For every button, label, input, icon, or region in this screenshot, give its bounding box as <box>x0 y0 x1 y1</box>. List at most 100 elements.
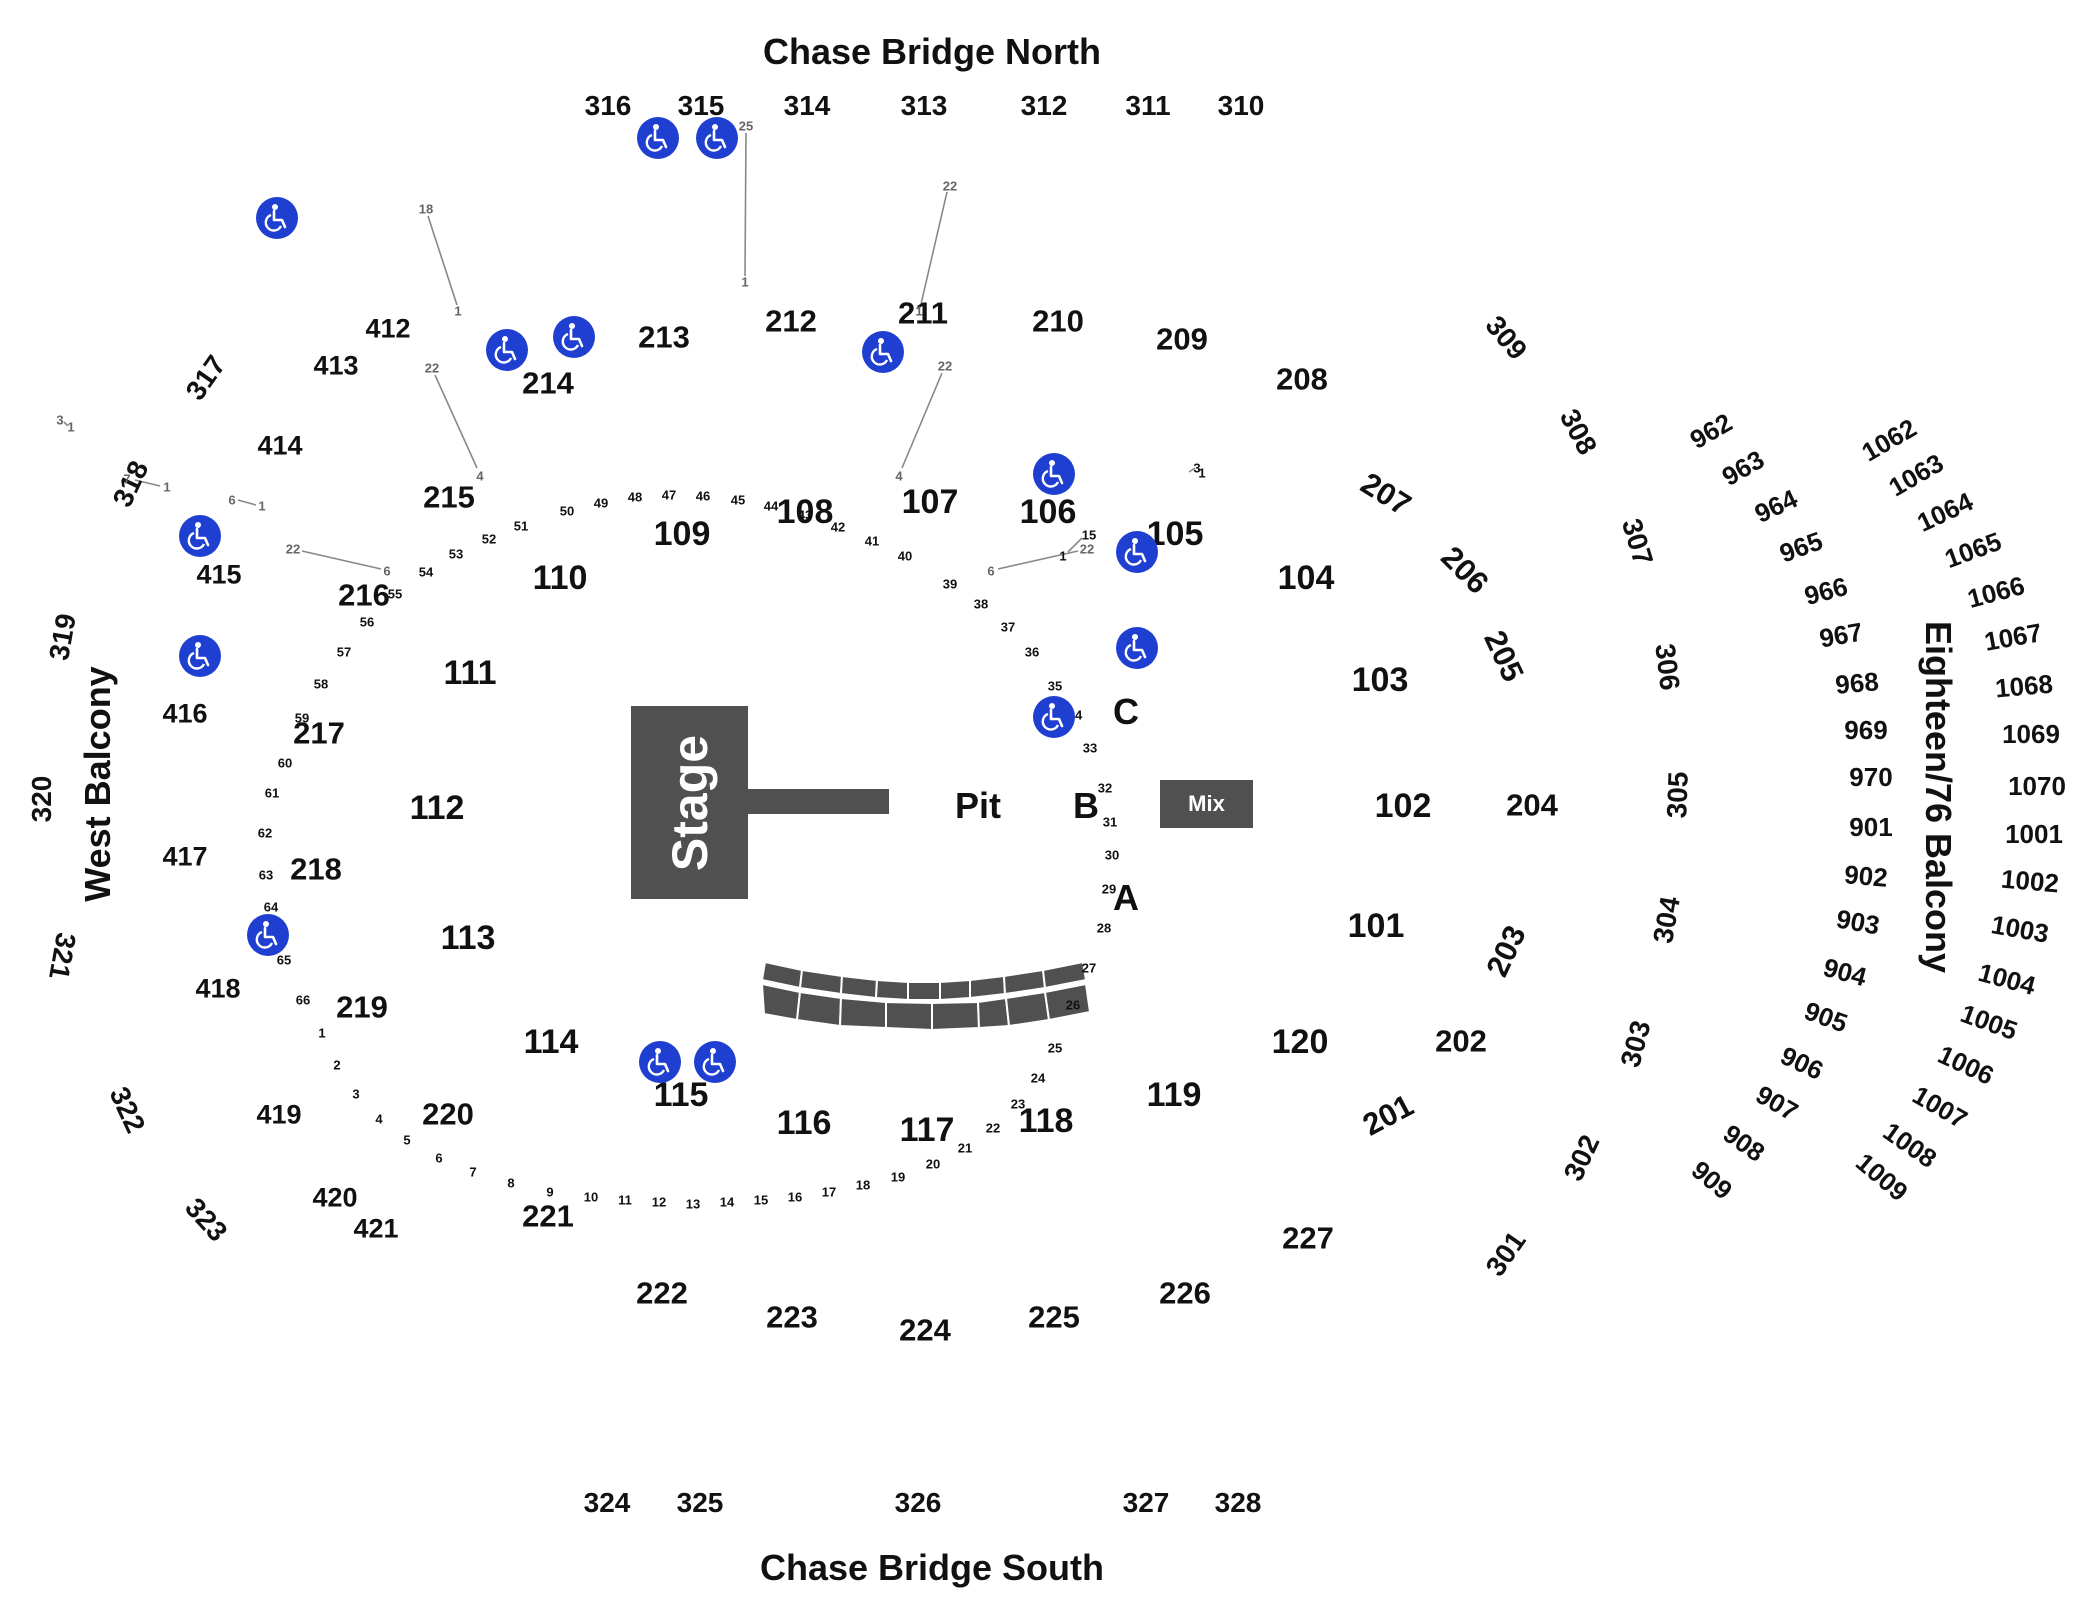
section-310[interactable]: 310 <box>1217 90 1265 121</box>
wheelchair-accessible-icon <box>1032 452 1076 496</box>
section-214[interactable]: 214 <box>522 365 574 401</box>
row-reference-number: 6 <box>228 492 236 508</box>
section-312[interactable]: 312 <box>1020 90 1068 121</box>
section-226[interactable]: 226 <box>1159 1275 1211 1311</box>
row-reference-number: 7 <box>123 471 131 487</box>
section-326[interactable]: 326 <box>894 1487 942 1518</box>
section-306[interactable]: 306 <box>1649 641 1686 693</box>
row-number: 17 <box>821 1184 837 1200</box>
wheelchair-accessible-icon <box>485 328 529 372</box>
section-220[interactable]: 220 <box>422 1096 474 1132</box>
section-208[interactable]: 208 <box>1276 361 1328 397</box>
section-224[interactable]: 224 <box>899 1312 951 1348</box>
section-901[interactable]: 901 <box>1849 812 1893 842</box>
section-103[interactable]: 103 <box>1351 661 1409 699</box>
section-1001[interactable]: 1001 <box>2005 819 2063 849</box>
section-415[interactable]: 415 <box>196 559 242 590</box>
section-968[interactable]: 968 <box>1834 666 1880 700</box>
row-number: 14 <box>719 1194 735 1210</box>
floor-zone-label[interactable]: B <box>1073 785 1099 826</box>
section-116[interactable]: 116 <box>776 1104 832 1142</box>
section-225[interactable]: 225 <box>1028 1299 1080 1335</box>
section-314[interactable]: 314 <box>783 90 831 121</box>
section-212[interactable]: 212 <box>765 303 817 339</box>
section-113[interactable]: 113 <box>440 919 496 957</box>
section-222[interactable]: 222 <box>636 1275 688 1311</box>
section-223[interactable]: 223 <box>766 1299 818 1335</box>
section-1002[interactable]: 1002 <box>1999 863 2061 899</box>
section-215[interactable]: 215 <box>423 479 475 515</box>
section-327[interactable]: 327 <box>1122 1487 1170 1518</box>
floor-block <box>795 990 843 1028</box>
section-1068[interactable]: 1068 <box>1993 668 2055 704</box>
section-902[interactable]: 902 <box>1843 859 1889 893</box>
section-219[interactable]: 219 <box>336 989 388 1025</box>
section-101[interactable]: 101 <box>1347 907 1405 945</box>
section-112[interactable]: 112 <box>409 789 465 827</box>
section-104[interactable]: 104 <box>1277 559 1335 597</box>
floor-zone-label[interactable]: Pit <box>954 785 1002 826</box>
section-216[interactable]: 216 <box>338 577 390 613</box>
section-1069[interactable]: 1069 <box>2002 719 2060 749</box>
section-328[interactable]: 328 <box>1214 1487 1262 1518</box>
section-320[interactable]: 320 <box>26 775 57 823</box>
section-217[interactable]: 217 <box>293 715 345 751</box>
wheelchair-accessible-icon <box>861 330 905 374</box>
section-313[interactable]: 313 <box>900 90 948 121</box>
section-221[interactable]: 221 <box>522 1198 574 1234</box>
section-413[interactable]: 413 <box>313 350 359 381</box>
floor-zone-label[interactable]: C <box>1113 691 1139 732</box>
section-903[interactable]: 903 <box>1834 903 1882 941</box>
section-118[interactable]: 118 <box>1018 1102 1074 1140</box>
section-110[interactable]: 110 <box>532 559 588 597</box>
row-number: 22 <box>985 1120 1001 1136</box>
section-414[interactable]: 414 <box>257 430 303 461</box>
section-109[interactable]: 109 <box>653 515 711 553</box>
section-117[interactable]: 117 <box>899 1111 955 1149</box>
section-111[interactable]: 111 <box>443 654 497 692</box>
section-970[interactable]: 970 <box>1849 762 1893 792</box>
section-115[interactable]: 115 <box>653 1076 709 1114</box>
section-412[interactable]: 412 <box>365 313 411 344</box>
wheelchair-accessible-icon <box>638 1040 682 1084</box>
section-227[interactable]: 227 <box>1282 1220 1334 1256</box>
section-106[interactable]: 106 <box>1019 493 1077 531</box>
section-417[interactable]: 417 <box>162 841 208 872</box>
section-209[interactable]: 209 <box>1156 321 1208 357</box>
section-120[interactable]: 120 <box>1271 1023 1329 1061</box>
section-416[interactable]: 416 <box>162 698 208 729</box>
row-number: 66 <box>295 992 311 1008</box>
section-324[interactable]: 324 <box>583 1487 631 1518</box>
section-218[interactable]: 218 <box>290 851 342 887</box>
section-211[interactable]: 211 <box>897 295 949 331</box>
section-418[interactable]: 418 <box>195 973 241 1004</box>
section-102[interactable]: 102 <box>1374 787 1432 825</box>
section-114[interactable]: 114 <box>523 1023 579 1061</box>
section-419[interactable]: 419 <box>256 1099 302 1130</box>
section-321[interactable]: 321 <box>43 930 82 982</box>
section-311[interactable]: 311 <box>1125 90 1171 121</box>
section-107[interactable]: 107 <box>901 483 959 521</box>
section-204[interactable]: 204 <box>1506 787 1558 823</box>
section-325[interactable]: 325 <box>676 1487 724 1518</box>
section-108[interactable]: 108 <box>776 493 834 531</box>
section-315[interactable]: 315 <box>677 90 725 121</box>
section-969[interactable]: 969 <box>1844 715 1888 745</box>
mix-position[interactable]: Mix <box>1160 780 1253 828</box>
section-1070[interactable]: 1070 <box>2008 771 2066 801</box>
row-number: 25 <box>1047 1040 1063 1056</box>
section-213[interactable]: 213 <box>638 319 690 355</box>
section-316[interactable]: 316 <box>584 90 632 121</box>
floor-block <box>969 974 1007 1000</box>
section-202[interactable]: 202 <box>1435 1023 1487 1059</box>
section-967[interactable]: 967 <box>1817 616 1865 654</box>
row-reference-number: 22 <box>1079 541 1095 557</box>
section-210[interactable]: 210 <box>1032 303 1084 339</box>
section-420[interactable]: 420 <box>312 1182 358 1213</box>
stage[interactable]: Stage <box>631 706 748 899</box>
section-421[interactable]: 421 <box>353 1213 399 1244</box>
floor-zone-label[interactable]: A <box>1113 877 1139 918</box>
section-119[interactable]: 119 <box>1146 1076 1202 1114</box>
row-reference-number: 4 <box>895 468 903 484</box>
section-305[interactable]: 305 <box>1661 771 1694 819</box>
